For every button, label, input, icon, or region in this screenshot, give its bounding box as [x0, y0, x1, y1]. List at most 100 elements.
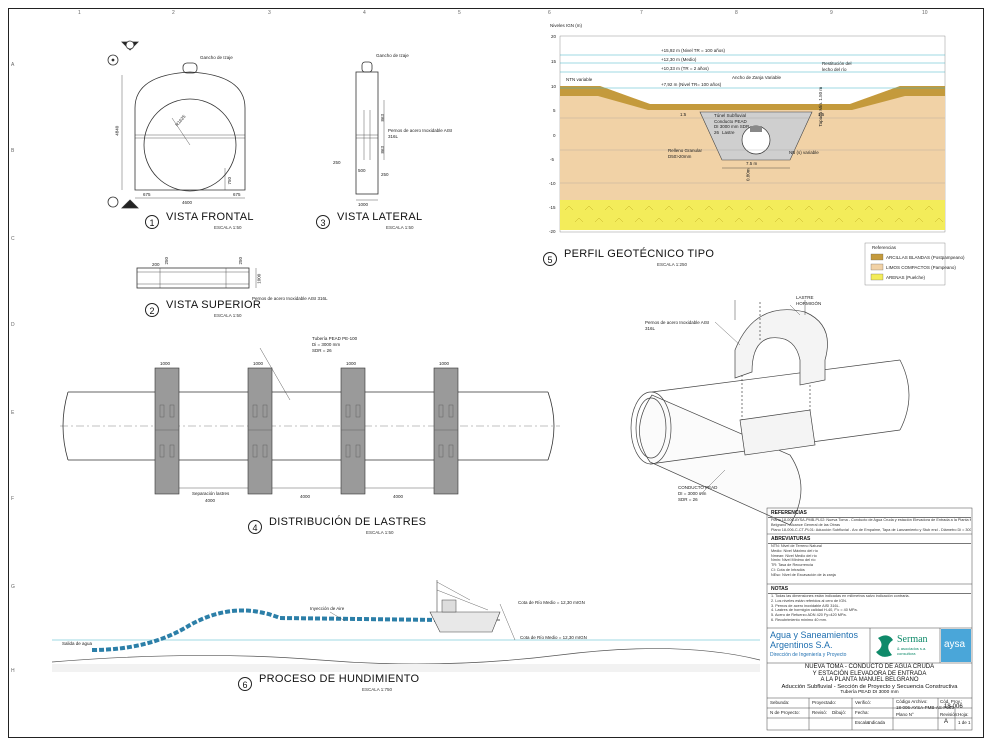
level-note-2: +12,30 m (Medio) [661, 57, 697, 62]
nota-4: 4. Lastres de hormigón calidad H-40, F'c… [771, 608, 858, 613]
distribucion-title: DISTRIBUCIÓN DE LASTRES [269, 516, 427, 528]
perfil-trench-width: 7.5 m [746, 161, 758, 166]
tb-rev-label: Revisión: [940, 712, 959, 717]
drawing-title: NUEVA TOMA - CONDUCTO DE AGUA CRUDA Y ES… [768, 664, 971, 697]
referencias-line-1: Plano 18-006-AYSA-PMB-PL02: Nueva Toma -… [771, 518, 971, 522]
view-number-5: 5 [543, 252, 557, 266]
abreviaturas-box: ABREVIATURAS NTN: Nivel de Terreno Natur… [768, 535, 971, 578]
perfil-ytick-m10: -10 [549, 181, 556, 186]
abrev-7: NEsc: Nivel de Excavación de la zanja [771, 572, 836, 577]
serman-logo-sub: & asociados s.a. [897, 646, 927, 651]
drawing-subtitle: Aducción Subfluvial - Sección de Proyect… [781, 683, 958, 690]
hundimiento-scale: ESCALA 1:750 [362, 687, 393, 692]
level-note-3: +10,33 m (TR = 2 años) [661, 66, 709, 71]
abreviaturas-title: ABREVIATURAS [768, 535, 971, 544]
tb-cell-plano: Plano N° [896, 712, 914, 717]
perfil-min-cover: Tapada Mín. 1.50 m [818, 86, 824, 127]
tb-cell-fecha: Fecha: [855, 710, 869, 715]
lateral-dim-1000: 1000 [358, 202, 369, 207]
hund-water-label: Salida de agua [62, 641, 93, 646]
perfil-legend-2: LIMOS COMPACTOS (Pampeano) [886, 265, 956, 270]
perfil-geotecnico [559, 35, 946, 233]
hund-air-label: Inyección de Aire [310, 606, 345, 611]
perfil-legend-3: ARENAS (Puelche) [886, 275, 926, 280]
grid-row-h: H [11, 668, 15, 674]
perfil-ytick-0: 0 [553, 133, 556, 138]
company-name: Agua y Saneamientos Argentinos S.A. [770, 630, 858, 650]
view-number-6: 6 [238, 677, 252, 691]
perfil-scale: ESCALA 1:250 [657, 262, 688, 267]
direccion: Dirección de Ingeniería y Proyecto [770, 652, 847, 658]
grid-row-a: A [11, 62, 15, 68]
perfil-tunnel-note: Túnel Subfluvial Conducto PEAD DI 3000 m… [714, 113, 750, 135]
notas-title: NOTAS [768, 585, 971, 594]
referencias-line-3: Plano 18-006-C-CT-PL01: Aducción Subfluv… [771, 527, 971, 532]
iso-conducto-2: DI = 3000 mm [678, 491, 707, 496]
tb-hoja: 1 de 1 [958, 720, 971, 725]
drawing-title-1: NUEVA TOMA - CONDUCTO DE AGUA CRUDA [804, 664, 935, 670]
hund-level-2: Cota de Río Medio = 12,30 mIGN [520, 635, 587, 640]
iso-lastre-label: LASTRE [796, 295, 814, 300]
distribucion-lastres [154, 367, 459, 495]
drawing-title-3: A LA PLANTA MANUEL BELGRANO [820, 677, 919, 683]
frontal-pipe-circle [143, 98, 237, 192]
grid-col-7: 7 [640, 10, 643, 16]
grid-col-2: 2 [172, 10, 175, 16]
perfil-slope-1: 1:5 [680, 112, 687, 117]
distribucion-scale: ESCALA 1:50 [366, 530, 394, 535]
perfil-ytick-10: 10 [551, 84, 557, 89]
grid-row-e: E [11, 410, 15, 416]
tb-cell-escala: Escala: [855, 720, 870, 725]
grid-col-6: 6 [548, 10, 551, 16]
hundimiento-drawing [51, 580, 761, 672]
company-line-1: Agua y Saneamientos [770, 630, 859, 640]
perfil-slope-2: 1:5 [818, 112, 825, 117]
tb-hoja-label: Hoja: [958, 712, 969, 717]
frontal-hook-label: Gancho de Izaje [200, 55, 233, 60]
superior-scale: ESCALA 1:50 [214, 313, 242, 318]
grid-row-c: C [11, 236, 15, 242]
superior-bolt-note: Pernos de acero Inoxidable AISI 316L [252, 296, 328, 301]
frontal-side-dim: 750 [227, 176, 233, 185]
lateral-dim-500: 500 [358, 168, 366, 173]
lateral-dim-250a: 250 [333, 160, 341, 165]
tb-cell-dibujo: Dibujó: [832, 710, 847, 715]
perfil-legend-1: ARCILLAS BLANDAS (Postpampeano) [886, 255, 965, 260]
hundimiento-title: PROCESO DE HUNDIMIENTO [259, 673, 420, 685]
tb-proj-label: Cód. Proy.: [940, 699, 963, 704]
block-dim-3: 1000 [346, 361, 357, 366]
abrev-6: Cl: Cota de Intradós [771, 567, 805, 572]
nota-1: 1. Todas las dimensiones están indicadas… [771, 594, 910, 598]
grid-col-1: 1 [78, 10, 81, 16]
lateral-hook-label: Gancho de Izaje [376, 53, 409, 58]
referencias-box: REFERENCIAS Plano 18-006-AYSA-PMB-PL02: … [768, 509, 971, 532]
perfil-ytick-20: 20 [551, 34, 557, 39]
perfil-ytick-15: 15 [551, 59, 557, 64]
lateral-dim-863b: 863 [380, 145, 386, 154]
pipe-note-2: Di = 3000 mm [312, 342, 341, 347]
aysa-logo-text: aysa [944, 639, 966, 650]
frontal-scale: ESCALA 1:50 [214, 225, 242, 230]
superior-dim-250a: 250 [164, 256, 170, 265]
perfil-ytick-m15: -15 [549, 205, 556, 210]
perfil-ytick-5: 5 [553, 108, 556, 113]
tb-cell-nproyecto: N de Proyecto: [770, 710, 800, 715]
perfil-relleno: Relleno Granular D50>20mm [668, 148, 703, 159]
perfil-nb-variable: NB (s) variable [789, 150, 819, 155]
sep-dim-2: 4000 [300, 494, 311, 499]
isometric-view [630, 300, 910, 526]
hund-level-1: Cota de Río Medio = 12,30 mIGN [518, 600, 585, 605]
nota-6: 6. Recubrimiento mínimo 40 mm. [771, 617, 827, 622]
frontal-left-dim: 675 [143, 192, 151, 197]
block-dim-2: 1000 [253, 361, 264, 366]
perfil-restitution: Restitución del lecho del río [822, 61, 852, 72]
grid-col-5: 5 [458, 10, 461, 16]
lateral-scale: ESCALA 1:50 [386, 225, 414, 230]
aysa-logo-bg [941, 629, 971, 662]
perfil-width-note: Ancho de Zanja Variable [732, 75, 781, 80]
perfil-lastre: Lastre [722, 130, 735, 135]
grid-col-8: 8 [735, 10, 738, 16]
perfil-ytick-m5: -5 [550, 157, 555, 162]
frontal-title: VISTA FRONTAL [166, 211, 254, 223]
